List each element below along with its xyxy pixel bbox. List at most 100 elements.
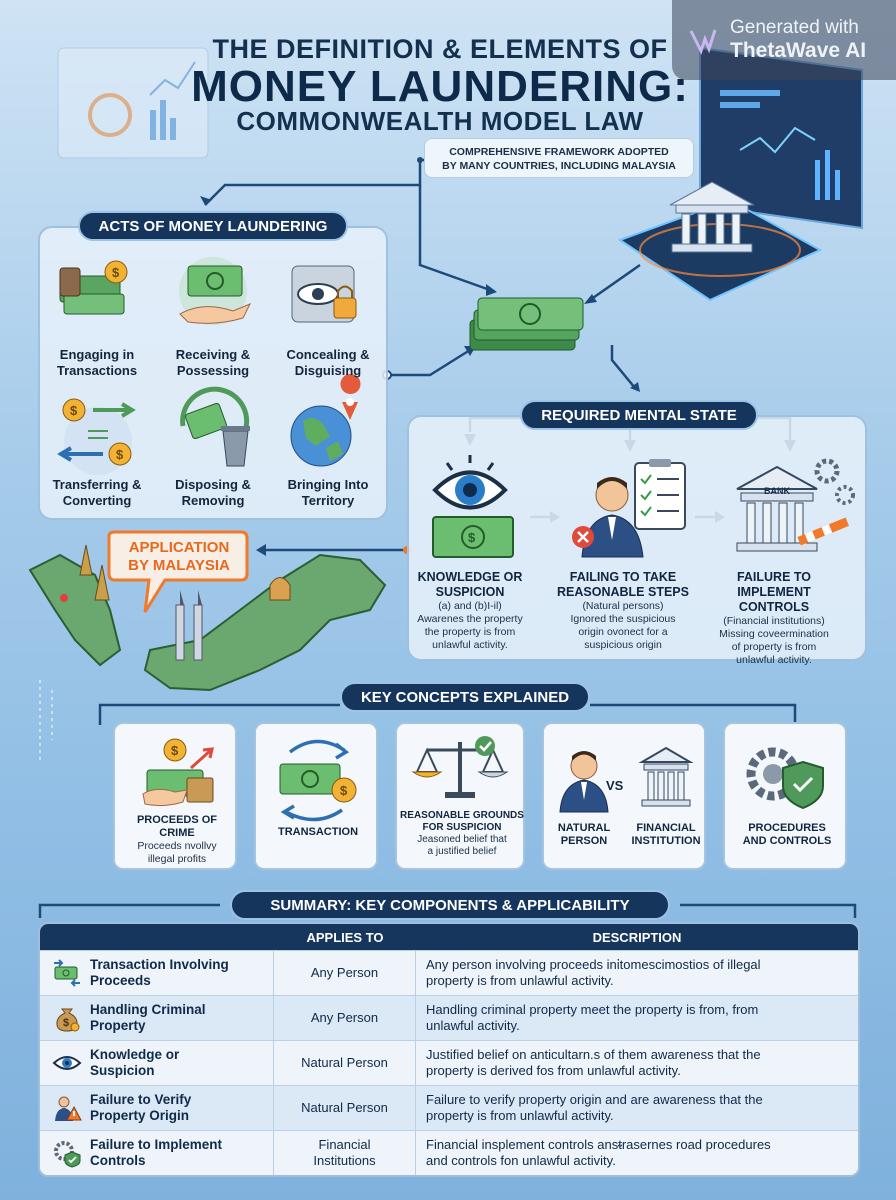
act-label-2: Receiving & Possessing <box>153 347 273 378</box>
row-3-desc2: property is derived fos from unlawful ac… <box>426 1063 681 1078</box>
acts-icons: $ $ $ <box>57 257 361 475</box>
row-2-applies1: Any Person <box>310 1010 379 1026</box>
cash-bag-icon: $ <box>59 260 128 315</box>
proceeds-icon: $ <box>142 738 214 807</box>
concept-card-proceeds: $ PROCEEDS OF CRIME Proceeds nvollvy ill… <box>113 722 237 870</box>
svg-text:$: $ <box>340 783 348 798</box>
concept-card-procedures: PROCEDURES AND CONTROLS <box>723 722 847 870</box>
summary-heading: SUMMARY: KEY COMPONENTS & APPLICABILITY <box>230 890 670 920</box>
row-1-desc2: property is from unlawful activity. <box>426 973 614 988</box>
act-2-line1: Receiving & <box>175 347 251 362</box>
act-6-line1: Bringing Into <box>287 477 369 492</box>
bin-cash-icon <box>180 386 250 467</box>
svg-text:$: $ <box>171 743 179 758</box>
gear-shield-icon <box>746 747 824 810</box>
row-2-name1: Handling Criminal <box>90 1001 206 1017</box>
svg-text:$: $ <box>70 403 78 418</box>
row-1-name1: Transaction Involving <box>90 956 229 972</box>
watermark-line1: Generated with <box>730 17 859 38</box>
row-2-name2: Property <box>90 1018 146 1033</box>
summary-table: APPLIES TO DESCRIPTION Transaction Invol… <box>38 922 860 1177</box>
concept-proceeds-sub1: Proceeds nvollvy <box>137 840 217 853</box>
globe-pin-icon <box>290 374 361 467</box>
ms-3-sub1: (Financial institutions) <box>723 615 825 627</box>
dashboard-left-decor <box>57 47 209 159</box>
act-label-5: Disposing & Removing <box>153 477 273 508</box>
key-concepts-heading: KEY CONCEPTS EXPLAINED <box>340 682 590 712</box>
mental-item-3: FAILURE TO IMPLEMENT CONTROLS (Financial… <box>704 570 844 668</box>
act-4-line2: Converting <box>62 492 132 508</box>
ms-1-title2: SUSPICION <box>435 585 505 599</box>
row-4-name1: Failure to Verify <box>90 1091 192 1107</box>
title-line1: THE DEFINITION & ELEMENTS OF <box>212 34 668 64</box>
row-5-name1: Failure to Implement <box>90 1136 223 1152</box>
act-4-line1: Transferring & <box>52 477 142 492</box>
act-label-4: Transferring & Converting <box>37 477 157 508</box>
ms-3-sub3: of property is from <box>731 641 817 654</box>
cash-stack-icon <box>469 297 584 351</box>
concept-card-reasonable: REASONABLE GROUNDS FOR SUSPICION Jeasone… <box>395 722 525 870</box>
concept-proceeds-sub2: illegal profits <box>147 852 207 865</box>
act-label-6: Bringing Into Territory <box>268 477 388 508</box>
title-line2: MONEY LAUNDERING: <box>191 62 689 111</box>
act-3-line2: Disguising <box>294 362 362 378</box>
ms-2-sub1: (Natural persons) <box>582 600 664 612</box>
row-5-applies2: Institutions <box>313 1153 376 1168</box>
acts-heading: ACTS OF MONEY LAUNDERING <box>78 211 348 241</box>
transfer-coins-icon: $ $ <box>57 398 136 475</box>
mental-state-heading: REQUIRED MENTAL STATE <box>520 400 758 430</box>
table-header: APPLIES TO DESCRIPTION <box>40 924 858 950</box>
act-1-line1: Engaging in <box>59 347 135 362</box>
row-3-applies1: Natural Person <box>301 1055 388 1071</box>
header-cell-applies: APPLIES TO <box>306 929 384 945</box>
scales-icon <box>411 736 509 798</box>
row-1-desc1: Any person involving proceeds inἰtomesci… <box>426 957 761 973</box>
application-line1: APPLICATION <box>128 539 230 556</box>
thetawave-logo-icon <box>689 29 717 55</box>
row-5-desc1: Financial insplement controls ansᵵrasern… <box>426 1137 771 1153</box>
mental-item-1: KNOWLEDGE OR SUSPICION (a) and (b)I-il) … <box>400 570 540 653</box>
row-2-desc1: Handling criminal property meet the prop… <box>426 1002 759 1018</box>
act-3-line1: Concealing & <box>286 347 370 362</box>
row-2-desc2: unlawful activity. <box>426 1018 520 1033</box>
application-line2: BY MALAYSIA <box>128 557 230 574</box>
ms-3-title2: IMPLEMENT CONTROLS <box>737 585 811 614</box>
concept-natural-line2: PERSON <box>560 835 608 848</box>
act-6-line2: Territory <box>301 492 355 508</box>
callout-line2: BY MANY COUNTRIES, INCLUDING MALAYSIA <box>442 159 676 172</box>
ms-2-sub3: origin ovonect for a <box>578 626 668 639</box>
svg-text:$: $ <box>468 530 476 545</box>
concept-reasonable-title1: REASONABLE GROUNDS <box>400 810 524 821</box>
ms-2-sub2: Ignored the suspicious <box>570 613 676 626</box>
svg-text:$: $ <box>116 447 124 462</box>
eye-cash-icon: $ <box>432 455 514 558</box>
concept-financial-line2: INSTITUTION <box>631 835 701 848</box>
concept-procedures-line1: PROCEDURES <box>748 822 826 834</box>
ms-3-title1: FAILURE TO <box>736 570 812 584</box>
row-4-desc2: property is from unlawful activity. <box>426 1108 614 1123</box>
person-warning-icon <box>55 1096 82 1121</box>
svg-text:$: $ <box>112 265 120 280</box>
title-line3: COMMONWEALTH MODEL LAW <box>236 106 644 136</box>
concept-transaction-title: TRANSACTION <box>277 826 359 838</box>
cash-transfer-icon <box>54 959 80 987</box>
concept-proceeds-title2: CRIME <box>159 827 195 840</box>
eye-lock-icon <box>291 265 357 323</box>
row-3-name2: Suspicion <box>90 1063 155 1078</box>
concept-financial-line1: FINANCIAL <box>636 822 696 834</box>
row-1-applies1: Any Person <box>310 965 379 981</box>
person-vs-bank-icon <box>559 746 694 813</box>
act-2-line2: Possessing <box>176 362 250 378</box>
mental-icons: $ BANK <box>432 455 855 558</box>
application-bubble <box>107 530 249 613</box>
ms-1-sub3: the property is from <box>424 626 516 639</box>
ms-2-title2: REASONABLE STEPS <box>557 585 689 599</box>
row-4-desc1: Failure to verify property origin and ar… <box>426 1092 763 1108</box>
application-label: APPLICATION BY MALAYSIA <box>110 539 248 575</box>
act-1-line2: Transactions <box>56 362 138 378</box>
ms-1-title1: KNOWLEDGE OR <box>417 570 523 584</box>
ms-2-sub4: suspicious origin <box>584 639 662 652</box>
